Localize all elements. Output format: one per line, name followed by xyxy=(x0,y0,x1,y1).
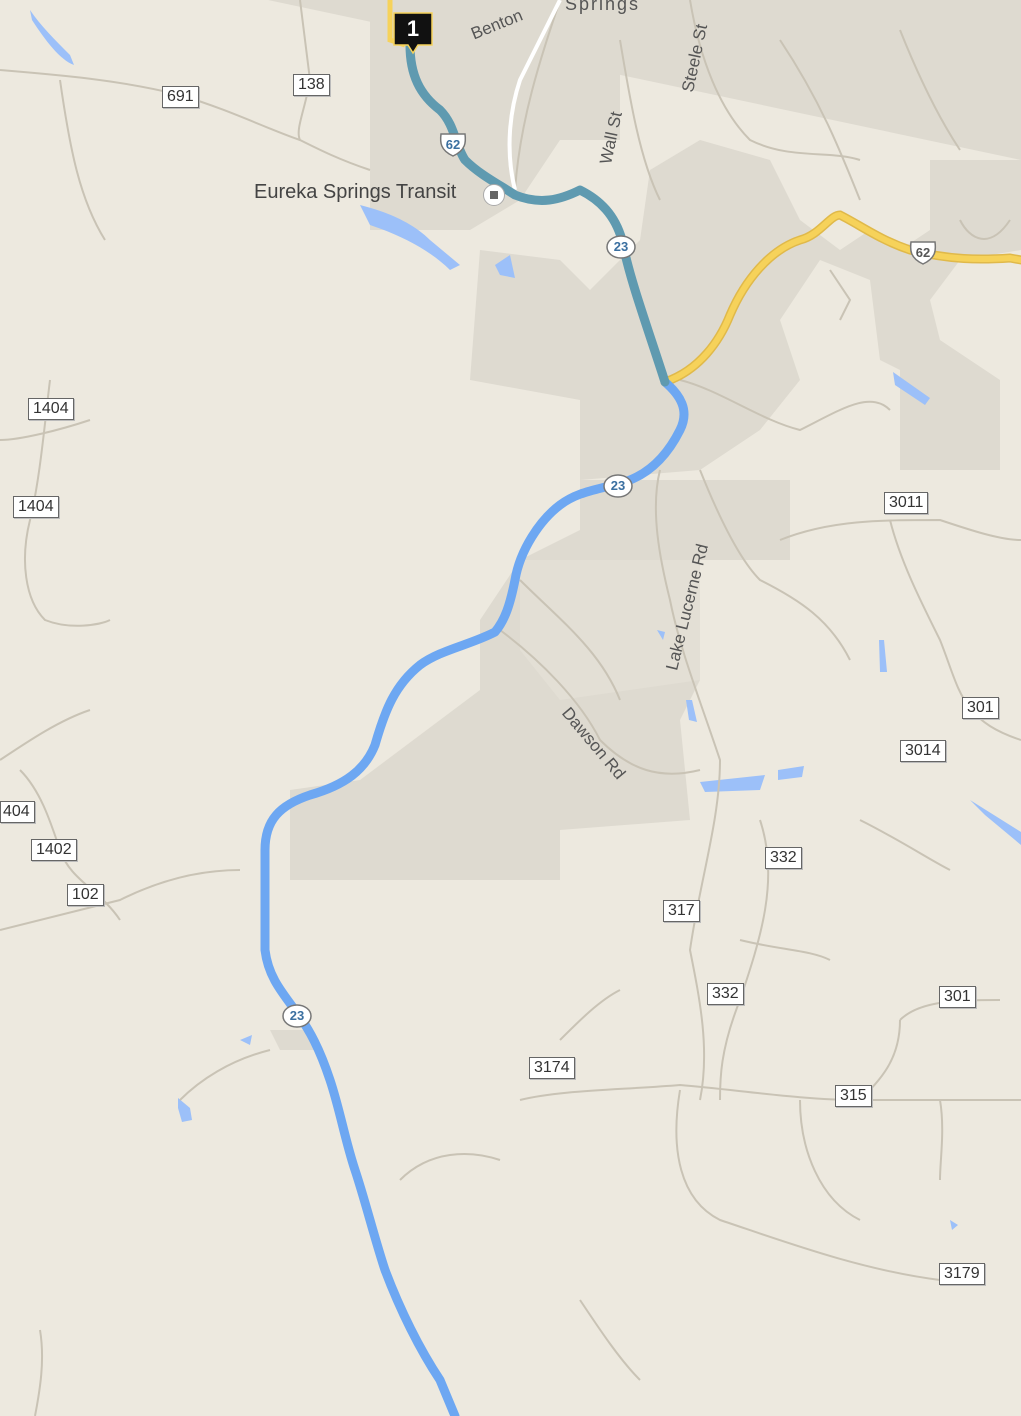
hwy23-shield-a: 23 xyxy=(606,234,636,260)
us-shield-icon xyxy=(439,133,467,157)
road-label-332-a: 332 xyxy=(765,847,802,869)
road-label-3174: 3174 xyxy=(529,1057,575,1079)
road-label-138: 138 xyxy=(293,74,330,96)
highway-62 xyxy=(662,211,1021,385)
road-label-102: 102 xyxy=(67,884,104,906)
shield-number: 23 xyxy=(289,1008,305,1023)
state-shield-icon xyxy=(606,235,636,259)
road-label-332-b: 332 xyxy=(707,983,744,1005)
route-line-town[interactable] xyxy=(405,40,670,387)
shield-number: 62 xyxy=(445,137,461,152)
state-shield-icon xyxy=(603,474,633,498)
route-start-marker-label: 1 xyxy=(406,16,420,41)
hwy23-shield-c: 23 xyxy=(282,1003,312,1029)
us62-shield-east: 62 xyxy=(908,240,938,266)
road-label-691: 691 xyxy=(162,86,199,108)
us62-shield-north: 62 xyxy=(438,132,468,158)
road-label-3011: 3011 xyxy=(884,492,929,514)
route-start-marker[interactable]: 1 xyxy=(392,11,434,55)
poi-label[interactable]: Eureka Springs Transit xyxy=(254,181,457,203)
hwy23-shield-b: 23 xyxy=(603,473,633,499)
road-label-1404-a: 1404 xyxy=(28,398,74,420)
transit-station-icon[interactable] xyxy=(483,184,505,206)
shield-number: 23 xyxy=(613,239,629,254)
state-shield-icon xyxy=(282,1004,312,1028)
road-label-301-b: 301 xyxy=(939,986,976,1008)
water-bodies xyxy=(30,10,1021,1230)
local-road xyxy=(507,0,562,191)
route-start-marker-icon xyxy=(393,12,433,55)
road-label-315: 315 xyxy=(835,1085,872,1107)
route-line[interactable] xyxy=(260,377,689,1416)
street-label-springs: Springs xyxy=(565,0,641,14)
road-label-301-a: 301 xyxy=(962,697,999,719)
road-label-3014: 3014 xyxy=(900,740,946,762)
road-label-3179: 3179 xyxy=(939,1263,985,1285)
road-label-1404-b: 1404 xyxy=(13,496,59,518)
road-label-1402: 1402 xyxy=(31,839,77,861)
shield-number: 23 xyxy=(610,478,626,493)
us-shield-icon xyxy=(909,241,937,265)
road-label-317: 317 xyxy=(663,900,700,922)
shield-number: 62 xyxy=(915,245,931,260)
road-label-404: 404 xyxy=(0,801,35,823)
